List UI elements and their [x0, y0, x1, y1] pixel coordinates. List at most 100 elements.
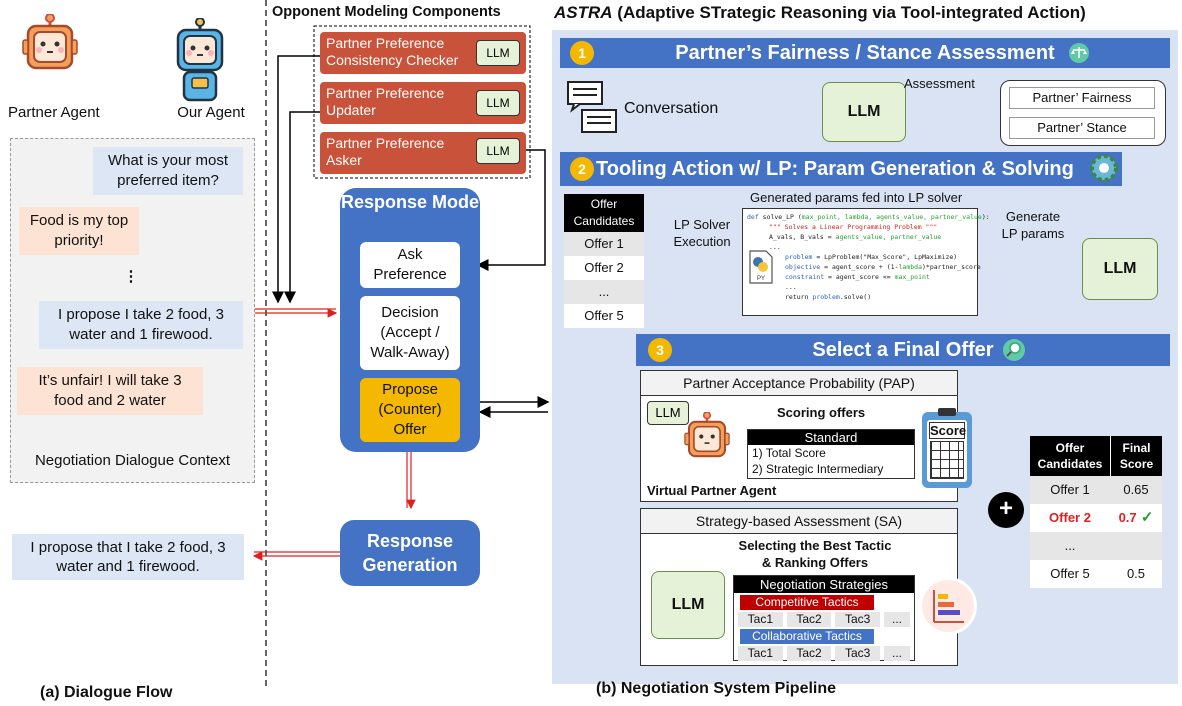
final-table-header: Offer Candidates Final Score [1030, 436, 1162, 476]
lp-llm: LLM [1082, 238, 1158, 300]
opponent-box-border [313, 25, 531, 179]
final-offer-cell: Offer 1 [1050, 482, 1090, 497]
offer-row: ... [564, 280, 644, 304]
stance-output: Partner’ Stance [1009, 117, 1155, 139]
chat-icon [567, 81, 617, 133]
step1-header: Partner’s Fairness / Stance Assessment [560, 38, 1170, 68]
code-line: problem = LpProblem("Max_Score", LpMaxim… [785, 253, 958, 261]
collaborative-tactic-row: Tac1 Tac2 Tac3 ... [738, 646, 911, 661]
step2-number: 2 [570, 157, 594, 181]
offer-row: Offer 5 [564, 304, 644, 328]
virtual-partner-robot-icon [684, 412, 730, 458]
sa-heading: Selecting the Best Tactic & Ranking Offe… [737, 537, 893, 571]
winning-score: 0.7 [1118, 510, 1137, 525]
llm-chip: LLM [476, 90, 520, 116]
score-clipboard-icon: Score [922, 408, 972, 488]
tactic-chip: Tac3 [835, 646, 881, 661]
component-label: Partner Preference Consistency Checker [326, 35, 459, 68]
assessment-llm: LLM [822, 82, 906, 142]
dialogue-flow-caption: (a) Dialogue Flow [40, 684, 173, 701]
tactic-chip: Tac2 [786, 612, 832, 627]
plus-operator: + [988, 492, 1024, 528]
offer-candidates-header: Offer Candidates [564, 194, 644, 232]
scoring-title: Scoring offers [777, 405, 866, 420]
code-line: A_vals, B_vals = agents_value, partner_v… [769, 233, 942, 241]
tactic-chip: ... [884, 612, 911, 627]
code-line: objective = agent_score + (1-lambda)*par… [785, 263, 981, 271]
standard-header: Standard [748, 430, 914, 445]
final-header-score: Final Score [1110, 436, 1162, 476]
output-message-bubble: I propose that I take 2 food, 3 water an… [12, 534, 244, 580]
opponent-title: Opponent Modeling Components [272, 4, 501, 20]
our-robot-icon [176, 18, 224, 102]
final-table-row-winner: Offer 2 0.7 ✓ [1030, 504, 1162, 532]
response-mode-title: Response Mode [340, 192, 480, 212]
ask-preference-option: Ask Preference [360, 242, 460, 288]
final-table-row: ... [1030, 532, 1162, 560]
ellipsis-vertical: ⋮ [123, 268, 139, 285]
competitive-tactics-label: Competitive Tactics [740, 595, 874, 610]
code-line: def solve_LP (max_point, lambda, agents_… [747, 213, 990, 221]
sa-heading-line: & Ranking Offers [761, 555, 869, 570]
offer-row: Offer 2 [564, 256, 644, 280]
code-line: """ Solves a Linear Programming Problem … [769, 223, 938, 231]
standard-box: Standard 1) Total Score 2) Strategic Int… [747, 429, 915, 479]
tactic-chip: Tac1 [738, 612, 783, 627]
svg-text:PY: PY [757, 276, 765, 282]
params-label: Generated params fed into LP solver [750, 190, 963, 205]
code-line: return problem.solve() [785, 293, 872, 301]
step3-number: 3 [648, 338, 672, 362]
magnifier-icon [1003, 339, 1025, 361]
collaborative-tactics-label: Collaborative Tactics [740, 629, 874, 644]
final-table-row: Offer 1 0.65 [1030, 476, 1162, 504]
final-offer-cell: Offer 2 [1049, 510, 1091, 525]
strategies-box: Negotiation Strategies Competitive Tacti… [733, 575, 915, 661]
final-score-table: Offer Candidates Final Score Offer 1 0.6… [1030, 436, 1162, 588]
pap-box: Partner Acceptance Probability (PAP) LLM… [640, 370, 958, 502]
fairness-output: Partner’ Fairness [1009, 87, 1155, 109]
final-table-row: Offer 5 0.5 [1030, 560, 1162, 588]
response-mode-panel: Response Mode Ask Preference Decision (A… [340, 188, 480, 452]
context-label: Negotiation Dialogue Context [34, 452, 231, 469]
conversation-label: Conversation [624, 100, 719, 117]
scale-icon [1069, 43, 1089, 63]
astra-title: ASTRA (Adaptive STrategic Reasoning via … [554, 3, 1086, 23]
sa-llm: LLM [651, 571, 725, 639]
final-score-cell [1110, 532, 1162, 560]
astra-expansion: (Adaptive STrategic Reasoning via Tool-i… [617, 3, 1086, 22]
code-line: ... [785, 283, 797, 291]
sa-box: Strategy-based Assessment (SA) LLM Selec… [640, 508, 958, 666]
assessment-label: Assessment [904, 76, 975, 91]
step1-title: Partner’s Fairness / Stance Assessment [675, 42, 1055, 64]
tactic-chip: Tac3 [835, 612, 881, 627]
code-block: def solve_LP (max_point, lambda, agents_… [742, 208, 990, 316]
criterion-item: 2) Strategic Intermediary [752, 462, 884, 476]
step3-header: Select a Final Offer [636, 334, 1170, 366]
response-generation-box: Response Generation [340, 520, 480, 586]
message-bubble: What is your most preferred item? [93, 147, 243, 195]
ranking-chart-icon [919, 577, 977, 635]
competitive-tactic-row: Tac1 Tac2 Tac3 ... [738, 612, 911, 627]
tactic-chip: ... [884, 646, 911, 661]
component-label: Partner Preference Asker [326, 135, 445, 168]
component-label: Partner Preference Updater [326, 85, 445, 118]
solver-label: LP Solver Execution [673, 217, 731, 249]
sa-title: Strategy-based Assessment (SA) [641, 509, 957, 534]
llm-chip: LLM [476, 40, 520, 66]
generate-params-label: Generate LP params [1001, 209, 1065, 241]
assessment-output-box: Partner’ Fairness Partner’ Stance [1000, 80, 1166, 146]
final-score-cell: 0.5 [1126, 566, 1146, 581]
final-score-cell: 0.65 [1123, 482, 1149, 497]
our-agent-label: Our Agent [177, 104, 245, 121]
python-file-icon: PY [749, 250, 773, 284]
code-line: constraint = agent_score <= max_point [785, 273, 930, 281]
tactic-chip: Tac1 [738, 646, 783, 661]
step2-title: Tooling Action w/ LP: Param Generation &… [596, 158, 1074, 180]
gear-icon [1090, 154, 1118, 182]
final-offer-cell: ... [1064, 538, 1076, 553]
check-icon: ✓ [1136, 509, 1154, 526]
final-offer-cell: Offer 5 [1050, 566, 1090, 581]
criterion-item: 1) Total Score [752, 446, 826, 460]
virtual-agent-label: Virtual Partner Agent [647, 483, 777, 498]
final-score-cell: 0.7 ✓ [1110, 504, 1162, 532]
